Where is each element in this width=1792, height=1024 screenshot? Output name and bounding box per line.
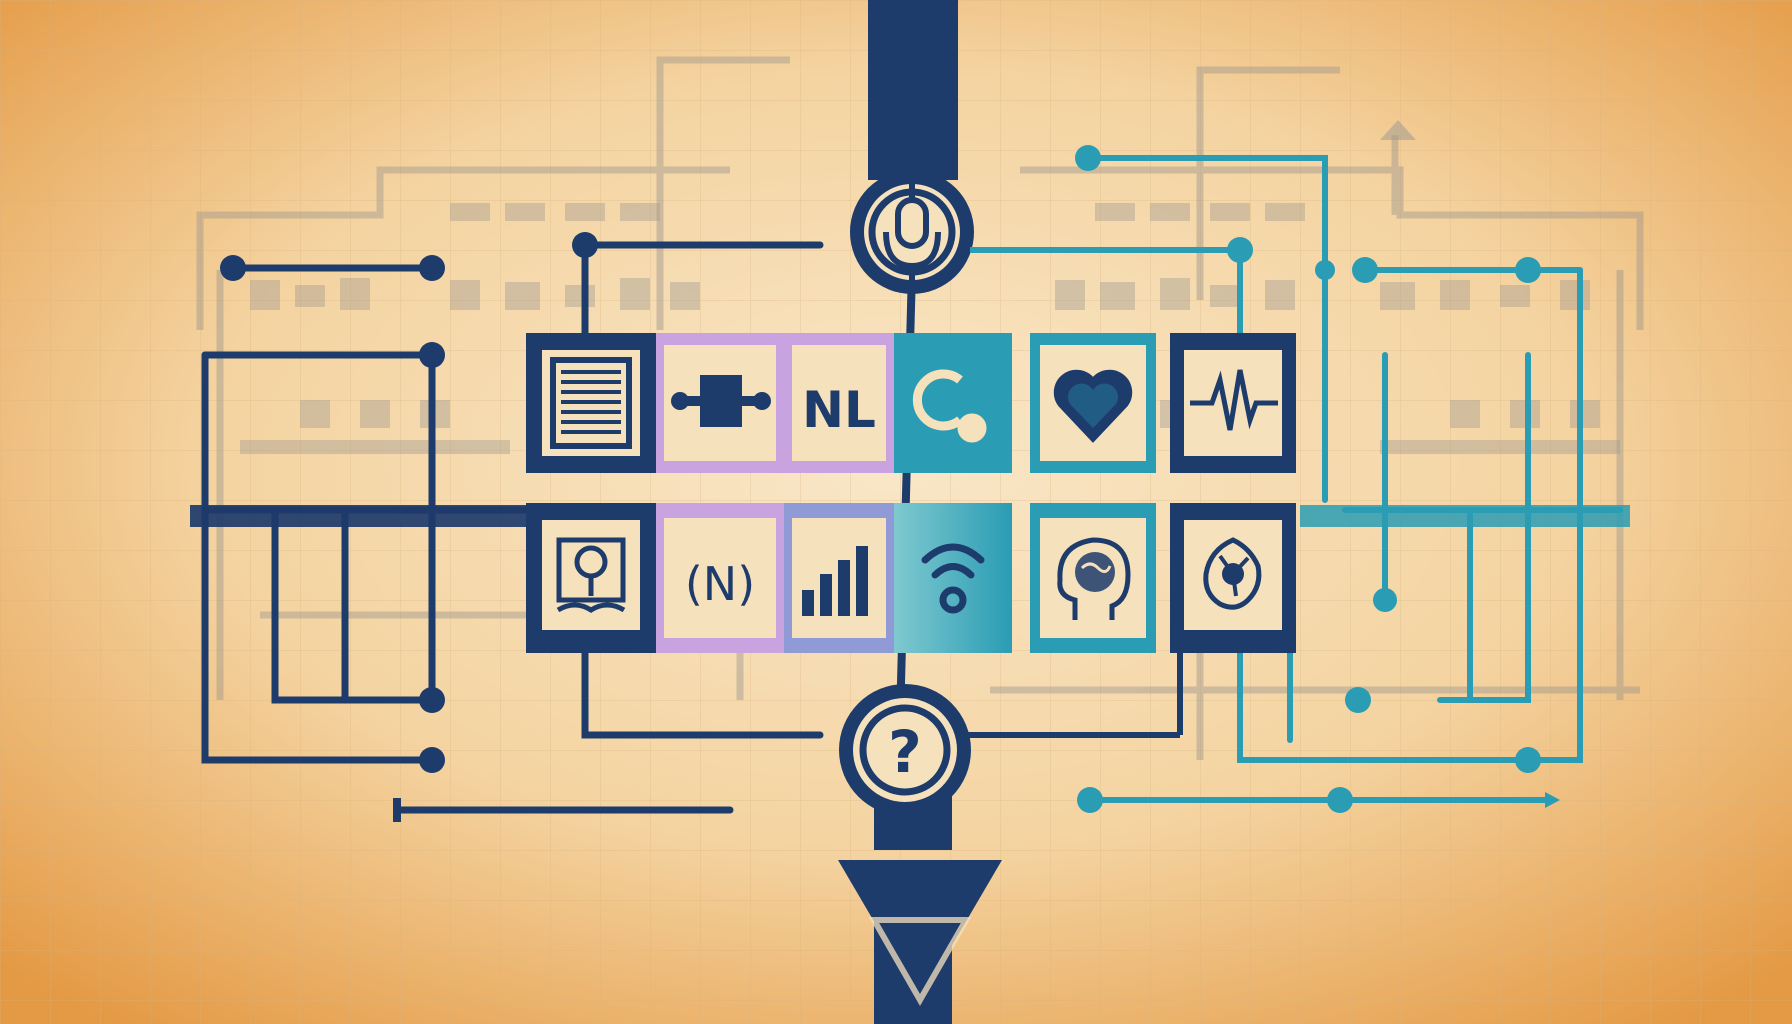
nl-text-icon: NL bbox=[802, 381, 876, 439]
tile-n-signal[interactable]: (N) bbox=[656, 503, 784, 653]
tile-heartbeat[interactable] bbox=[1170, 333, 1296, 473]
head-brain-icon bbox=[1057, 537, 1131, 620]
tile-connector-lines bbox=[958, 247, 1183, 738]
tile-heart[interactable] bbox=[1030, 333, 1156, 473]
connector-block-icon bbox=[671, 375, 771, 427]
right-bus-bar bbox=[1300, 505, 1630, 527]
tile-neuron[interactable] bbox=[1170, 503, 1296, 653]
heart-icon bbox=[1053, 369, 1133, 443]
speech-bubble-icon bbox=[912, 369, 987, 443]
heartbeat-icon bbox=[1190, 369, 1278, 431]
tile-connector[interactable] bbox=[656, 333, 784, 473]
left-bus-bar bbox=[190, 505, 530, 527]
tile-book-tree[interactable] bbox=[526, 503, 656, 653]
down-arrow-icon bbox=[838, 860, 1002, 1000]
neuron-icon bbox=[1203, 537, 1262, 610]
n-signal-icon: (N) bbox=[685, 557, 755, 611]
left-circuit-nodes bbox=[220, 232, 598, 822]
down-arrow-inner bbox=[868, 917, 972, 1007]
faded-pixel-blocks bbox=[240, 203, 1620, 454]
tile-document[interactable] bbox=[526, 333, 656, 473]
tile-bar-chart[interactable] bbox=[784, 503, 894, 653]
document-lines-icon bbox=[550, 357, 632, 449]
tile-nl[interactable]: NL bbox=[784, 333, 894, 473]
microphone-node[interactable] bbox=[850, 170, 974, 294]
book-tree-icon bbox=[556, 537, 626, 613]
question-node[interactable]: ? bbox=[839, 684, 971, 816]
question-icon: ? bbox=[888, 718, 922, 786]
wifi-icon bbox=[921, 543, 985, 614]
faded-up-arrow bbox=[1380, 120, 1416, 140]
tile-speech[interactable] bbox=[894, 333, 1012, 473]
microphone-icon bbox=[883, 170, 941, 292]
left-circuit-lines bbox=[201, 241, 824, 814]
faded-background-circuit bbox=[196, 56, 1644, 760]
tile-head-brain[interactable] bbox=[1030, 503, 1156, 653]
bar-chart-icon bbox=[802, 546, 868, 616]
tile-wifi[interactable] bbox=[894, 503, 1012, 653]
